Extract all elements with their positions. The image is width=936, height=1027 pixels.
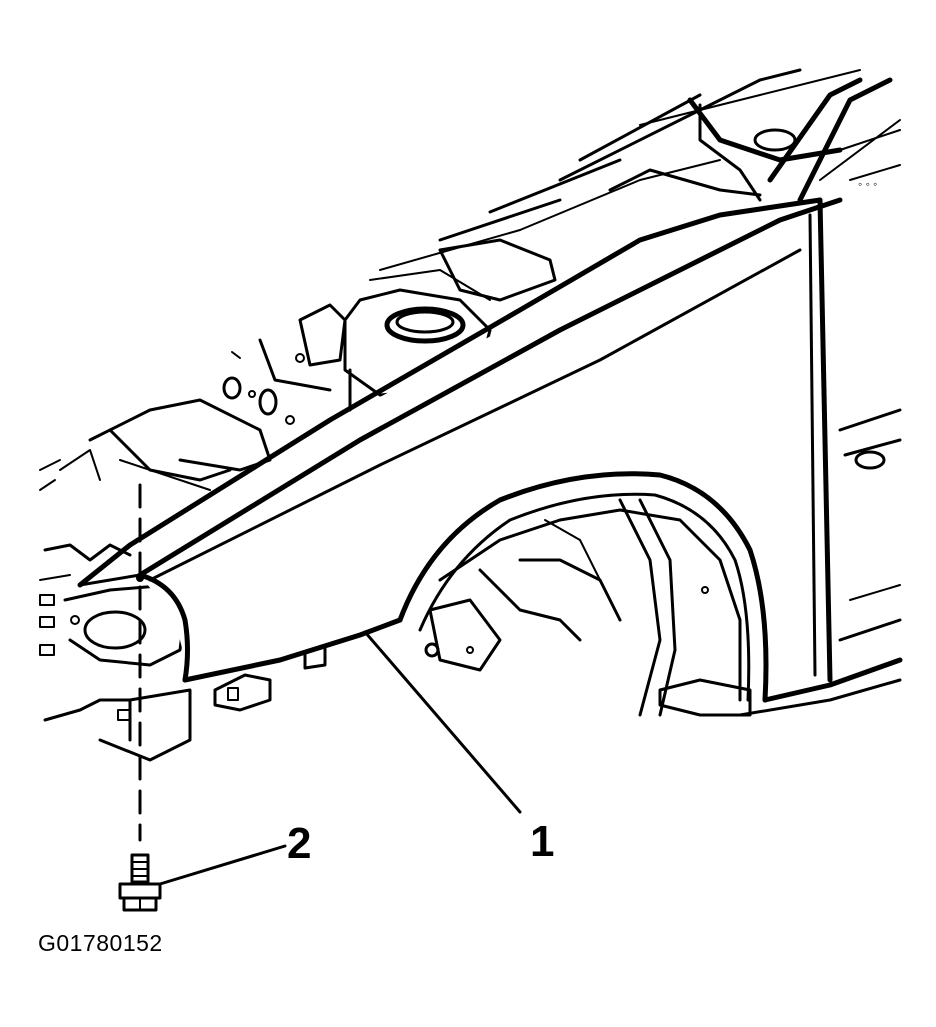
door-panel bbox=[838, 408, 902, 601]
bolt-leader-line bbox=[158, 844, 287, 886]
wheel-well-liner bbox=[424, 498, 752, 717]
fender-leader-line bbox=[363, 630, 522, 814]
fender-callout-number: 1 bbox=[530, 817, 555, 866]
bolt-callout-number: 2 bbox=[287, 819, 312, 868]
fender-panel bbox=[77, 197, 903, 717]
svg-text:◦ ◦ ◦: ◦ ◦ ◦ bbox=[858, 177, 877, 191]
figure-code: G01780152 bbox=[38, 930, 163, 956]
fender-bolt bbox=[118, 853, 162, 912]
